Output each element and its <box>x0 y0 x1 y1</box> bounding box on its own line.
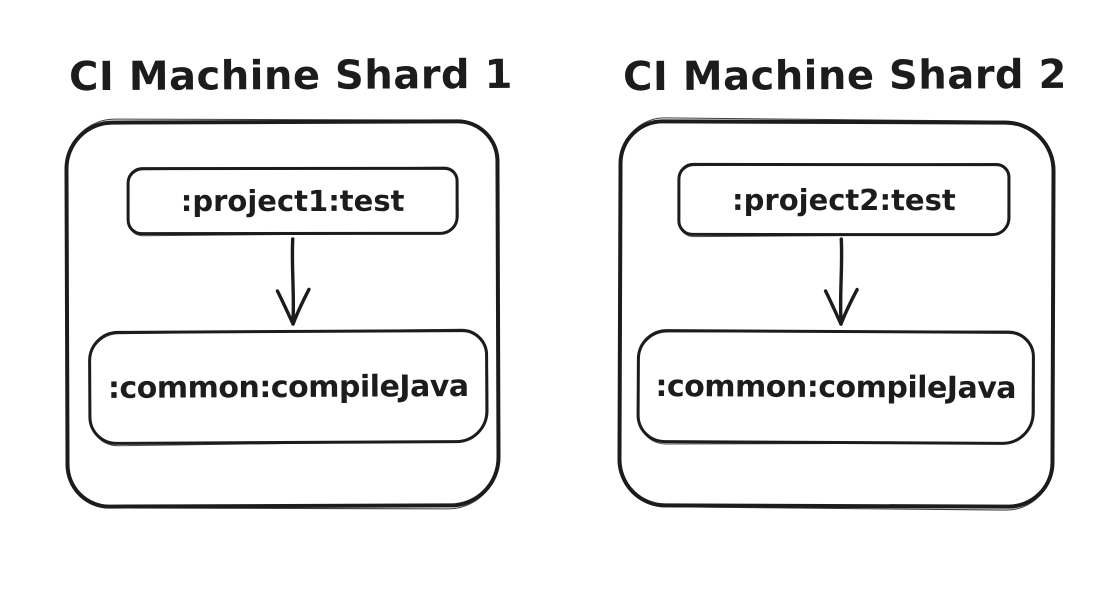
arrow-head-right <box>291 287 311 326</box>
arrow-shaft <box>838 237 844 322</box>
node-common-compilejava-shard-1: :common:compileJava <box>87 328 489 446</box>
arrow-head-right <box>839 287 859 326</box>
shard-2-machine-container: :project2:test :common:compileJava <box>617 119 1056 509</box>
node-common-compilejava-shard-2: :common:compileJava <box>636 328 1036 446</box>
arrow-head-left <box>275 289 295 326</box>
dependency-arrow-shard-2 <box>823 237 859 326</box>
node-project2-test: :project2:test <box>677 162 1011 237</box>
node-project1-test: :project1:test <box>126 166 459 236</box>
shard-1-machine-container: :project1:test :common:compileJava <box>64 119 501 509</box>
shard-1-title: CI Machine Shard 1 <box>68 51 514 101</box>
shard-2-title: CI Machine Shard 2 <box>622 51 1068 101</box>
dependency-arrow-shard-1 <box>275 237 311 326</box>
arrow-shaft <box>290 237 296 322</box>
arrow-head-left <box>823 289 843 326</box>
